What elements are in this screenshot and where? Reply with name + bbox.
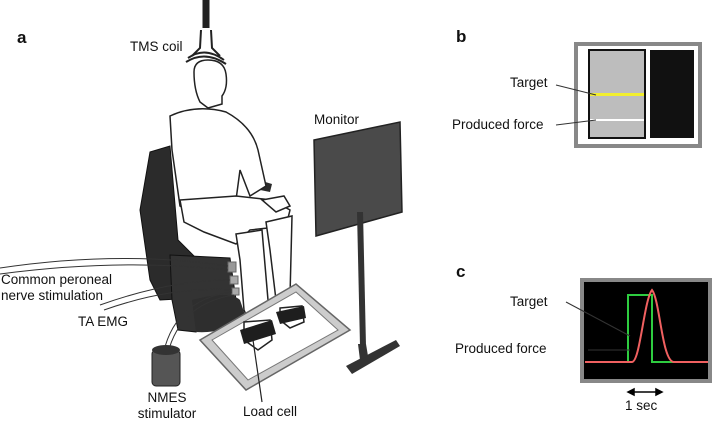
monitor-screen bbox=[313, 121, 403, 237]
label-nmes-line1: NMES bbox=[147, 390, 187, 405]
label-nmes-line2: stimulator bbox=[137, 406, 197, 421]
electrode-1 bbox=[227, 261, 237, 273]
load-cell-pointer bbox=[252, 339, 263, 403]
panel-b-force-line bbox=[590, 119, 644, 121]
subject-head bbox=[193, 59, 228, 109]
foot-strap-right bbox=[276, 306, 306, 324]
subject-torso bbox=[169, 108, 267, 219]
panel-b-target-leader bbox=[555, 84, 597, 96]
label-cpn-line2: nerve stimulation bbox=[1, 288, 104, 303]
panel-label-c: c bbox=[456, 262, 466, 281]
panel-c-target-label: Target bbox=[510, 294, 548, 309]
trace-produced bbox=[585, 288, 708, 363]
panel-c-target-leader bbox=[565, 301, 631, 337]
electrode-2 bbox=[229, 275, 239, 285]
monitor-stand bbox=[357, 212, 366, 346]
panel-c-force-label: Produced force bbox=[455, 341, 547, 356]
panel-label-b: b bbox=[456, 27, 467, 46]
label-ta-emg: TA EMG bbox=[78, 314, 129, 329]
panel-b-force-label: Produced force bbox=[452, 117, 544, 132]
subject-hand bbox=[260, 195, 292, 213]
foot-strap-left bbox=[240, 320, 276, 344]
time-scale-label: 1 sec bbox=[625, 398, 658, 413]
label-cpn-line1: Common peroneal bbox=[1, 272, 113, 287]
nmes-stimulator bbox=[151, 345, 181, 387]
tms-coil bbox=[185, 29, 227, 65]
label-monitor: Monitor bbox=[314, 112, 360, 127]
panel-c-monitor bbox=[580, 278, 712, 383]
panel-b-monitor bbox=[574, 42, 702, 148]
panel-b-target-label: Target bbox=[510, 75, 548, 90]
label-load-cell: Load cell bbox=[243, 404, 298, 419]
monitor-base bbox=[346, 340, 400, 374]
panel-b-target-line bbox=[590, 93, 644, 96]
force-platform-inner bbox=[211, 291, 339, 381]
panel-b-force-leader bbox=[555, 119, 597, 126]
electrode-3 bbox=[231, 287, 240, 296]
label-tms-coil: TMS coil bbox=[130, 39, 183, 54]
panel-label-a: a bbox=[17, 28, 27, 47]
panel-b-dark-area bbox=[650, 50, 694, 138]
time-scale-arrow bbox=[626, 387, 664, 397]
